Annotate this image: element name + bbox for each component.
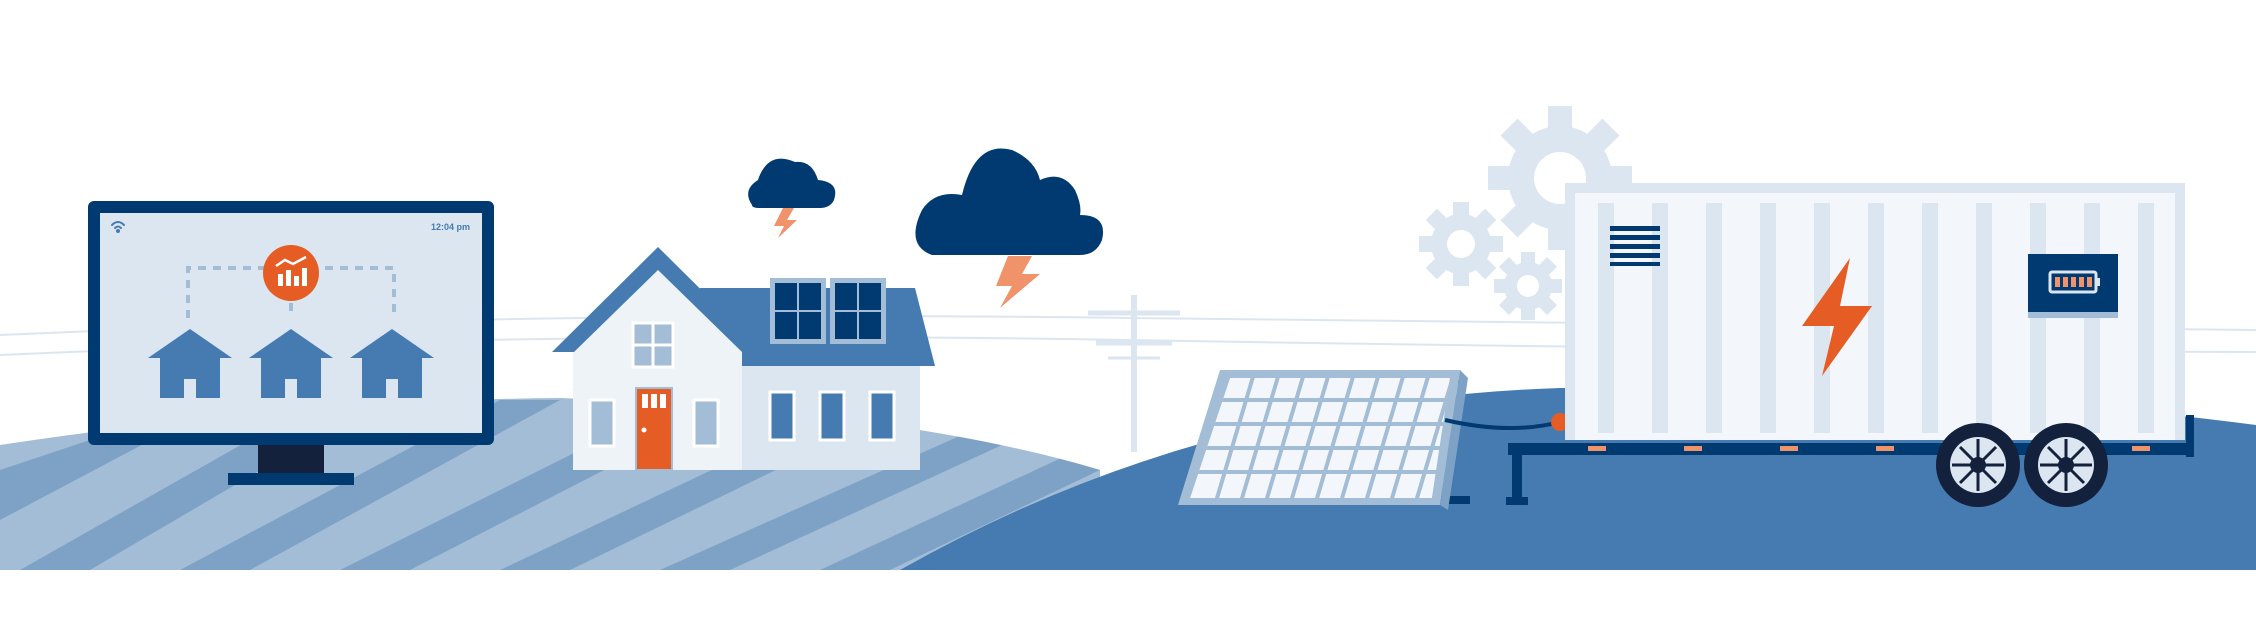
- wheel: [2024, 423, 2108, 507]
- roof-solar-panel: [830, 278, 886, 344]
- vent-icon: [1610, 226, 1660, 266]
- ground-solar-panel: [1178, 370, 1470, 510]
- house: [552, 247, 935, 471]
- battery-trailer: [1506, 183, 2194, 507]
- roof-solar-panel: [770, 278, 826, 344]
- storm-cloud-large: [915, 148, 1104, 308]
- gear-icon: [1494, 252, 1562, 320]
- power-cable: [1444, 418, 1561, 431]
- house-icon: [249, 329, 333, 398]
- battery-icon: [2028, 254, 2118, 318]
- lightning-bolt-icon: [1802, 258, 1872, 376]
- wheel: [1936, 423, 2020, 507]
- utility-pole: [1088, 295, 1180, 452]
- gear-icon: [1419, 202, 1503, 286]
- container-ribs: [1598, 203, 2154, 433]
- lightning-bolt-icon: [774, 208, 797, 238]
- cable-connector: [1551, 413, 1569, 431]
- house-icon: [148, 329, 232, 398]
- chart-icon: [263, 245, 319, 301]
- lightning-bolt-icon: [996, 256, 1040, 308]
- window: [768, 390, 896, 442]
- monitor: 12:04 pm: [88, 201, 494, 485]
- wifi-icon: [111, 221, 125, 233]
- window: [588, 321, 720, 448]
- storm-cloud-small: [748, 158, 836, 238]
- screen-time: 12:04 pm: [431, 222, 470, 232]
- front-door: [635, 387, 673, 471]
- house-icon: [350, 329, 434, 398]
